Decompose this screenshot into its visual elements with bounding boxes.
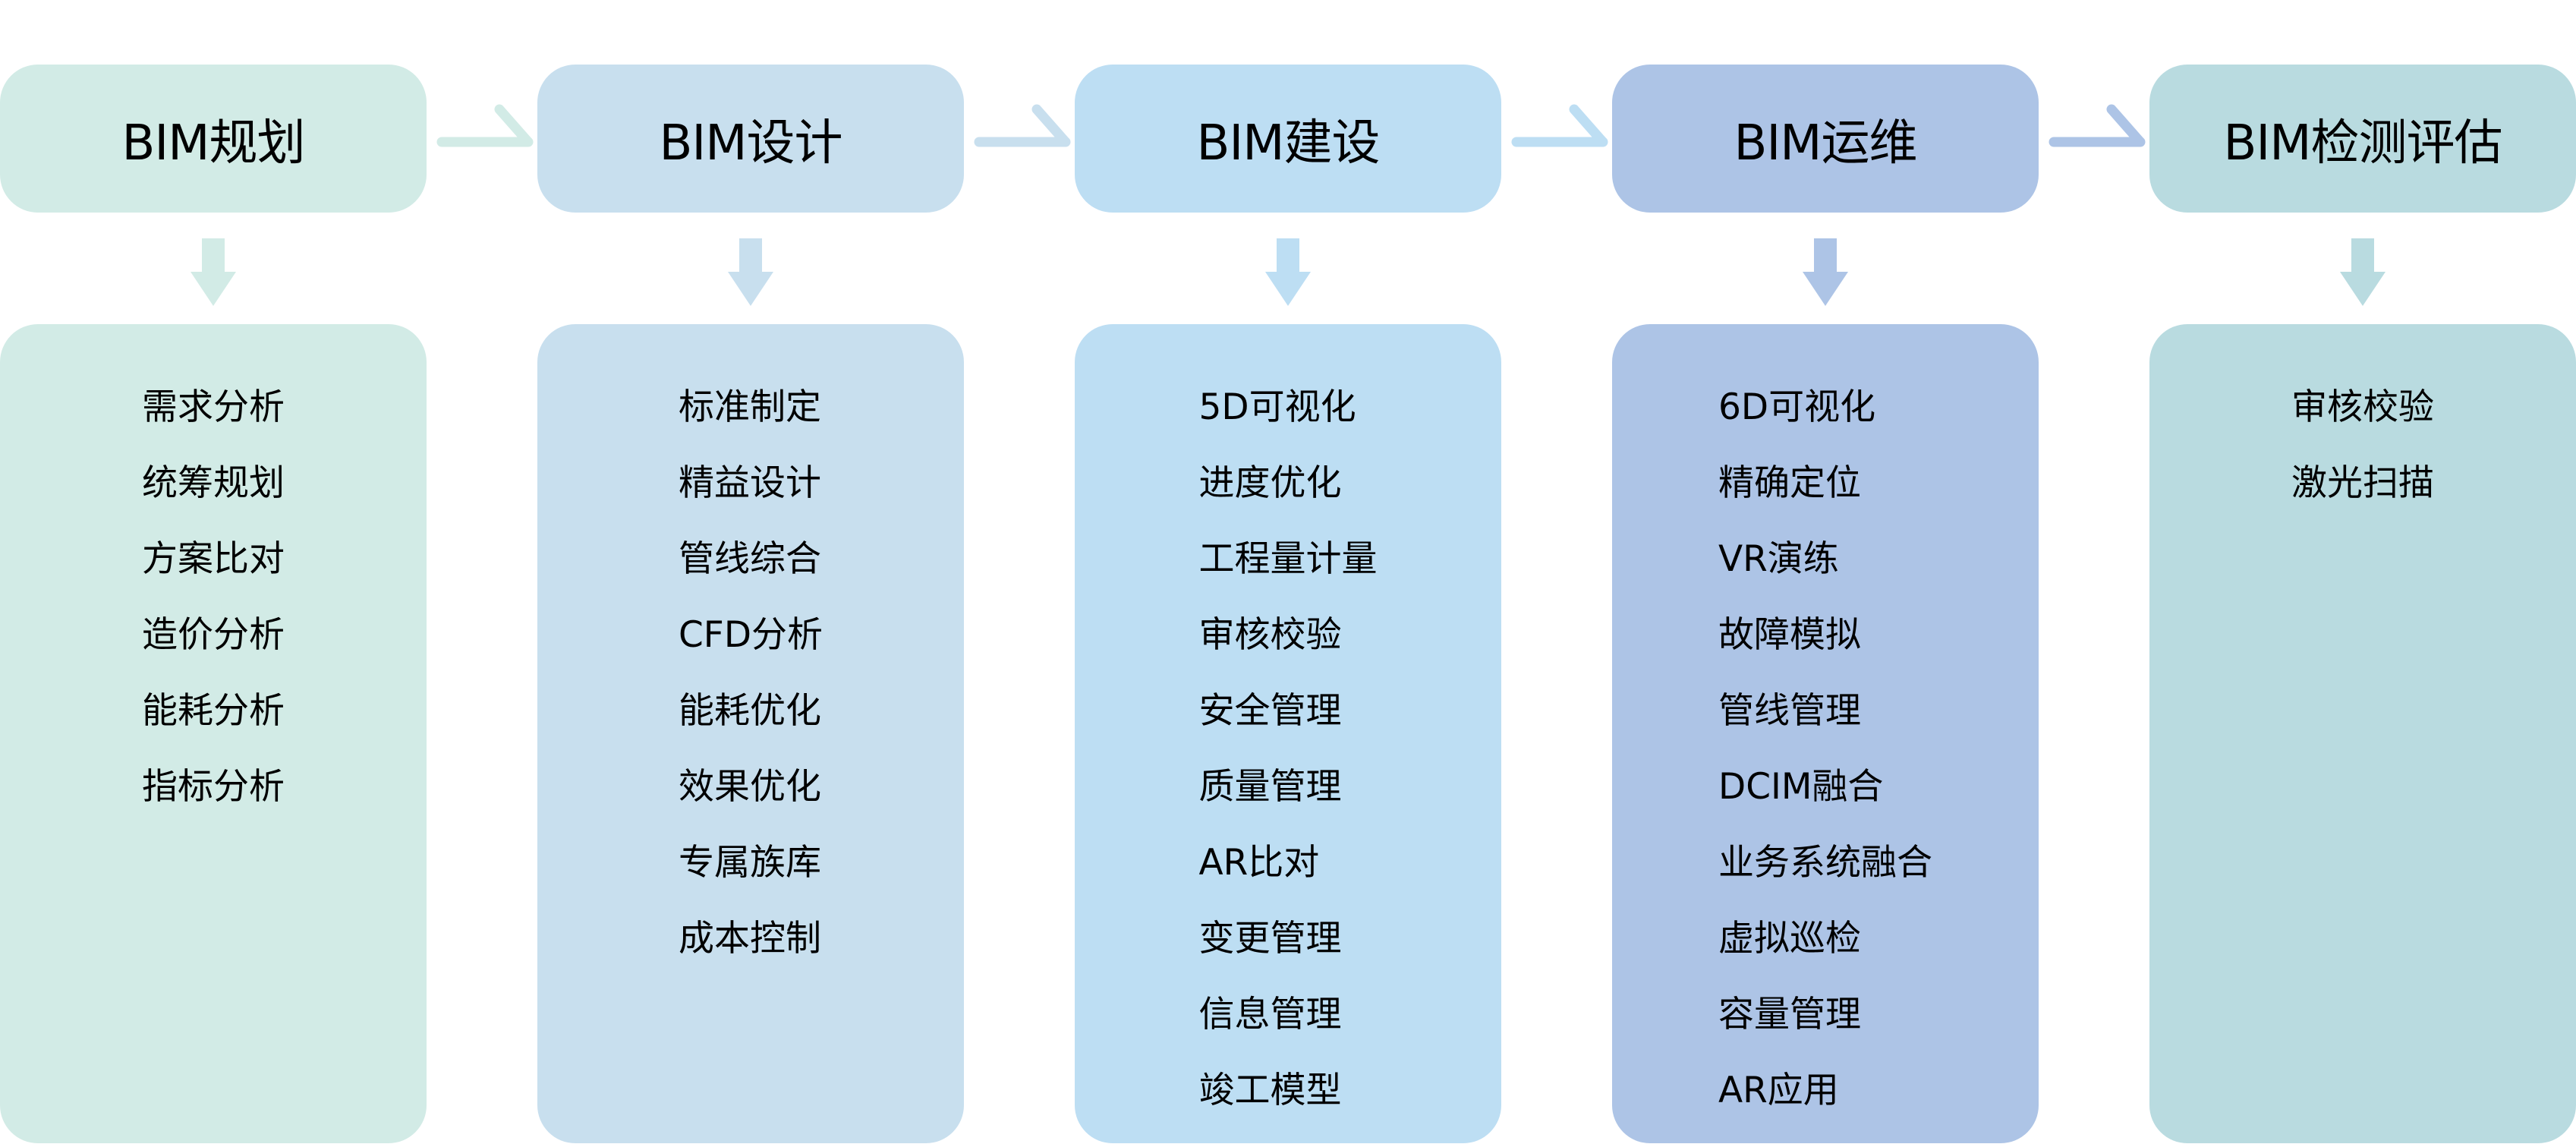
list-item: 6D可视化: [1718, 386, 1876, 428]
list-item: 造价分析: [142, 614, 285, 656]
item-list: 5D可视化进度优化工程量计量审核校验安全管理质量管理 AR比对变更管理信息管理竣工…: [1199, 370, 1378, 1143]
right-arrow-icon: [1511, 104, 1608, 147]
down-arrow-icon: [1803, 238, 1848, 306]
list-item: 容量管理: [1718, 994, 1861, 1035]
stage-header-planning: BIM规划: [0, 65, 427, 213]
stage-body-design: 标准制定精益设计管线综合 CFD分析能耗优化效果优化专属族库成本控制: [537, 324, 964, 1143]
stage-title: BIM运维: [1734, 115, 1918, 172]
item-list: 6D可视化精确定位 VR演练故障模拟管线管理 DCIM融合业务系统融合虚拟巡检容量管…: [1718, 370, 1932, 1143]
item-list: 标准制定精益设计管线综合 CFD分析能耗优化效果优化专属族库成本控制: [679, 370, 823, 1143]
list-item: DCIM融合: [1718, 766, 1884, 808]
list-item: 标准制定: [678, 386, 821, 428]
stage-title: BIM检测评估: [2223, 115, 2503, 172]
stage-header-design: BIM设计: [537, 65, 964, 213]
down-arrow-icon: [2340, 238, 2385, 306]
list-item: 进度优化: [1198, 462, 1342, 504]
down-arrow-icon: [728, 238, 773, 306]
stage-header-construction: BIM建设: [1075, 65, 1501, 213]
list-item: CFD分析: [678, 614, 824, 656]
stage-title: BIM设计: [659, 115, 843, 172]
item-list: 需求分析统筹规划方案比对造价分析能耗分析指标分析: [142, 370, 285, 1143]
down-arrow-icon: [1265, 238, 1311, 306]
list-item: 能耗优化: [678, 690, 821, 732]
list-item: 质量管理: [1198, 766, 1342, 808]
list-item: 安全管理: [1198, 690, 1342, 732]
right-arrow-icon: [974, 104, 1071, 147]
list-item: 需求分析: [142, 386, 285, 428]
list-item: 管线综合: [678, 538, 821, 580]
stage-body-planning: 需求分析统筹规划方案比对造价分析能耗分析指标分析: [0, 324, 427, 1143]
list-item: 业务系统融合: [1718, 842, 1932, 884]
stage-body-operation: 6D可视化精确定位 VR演练故障模拟管线管理 DCIM融合业务系统融合虚拟巡检容量管…: [1612, 324, 2039, 1143]
list-item: 统筹规划: [142, 462, 285, 504]
list-item: 审核校验: [1198, 614, 1342, 656]
list-item: VR演练: [1718, 538, 1839, 580]
list-item: 精益设计: [678, 462, 821, 504]
list-item: 竣工模型: [1198, 1070, 1342, 1111]
stage-body-assessment: 审核校验激光扫描: [2149, 324, 2576, 1143]
list-item: 管线管理: [1718, 690, 1861, 732]
list-item: 方案比对: [142, 538, 285, 580]
list-item: 审核校验: [2291, 386, 2434, 428]
stage-title: BIM规划: [121, 115, 306, 172]
list-item: 能耗分析: [142, 690, 285, 732]
list-item: AR应用: [1718, 1070, 1839, 1111]
list-item: 故障模拟: [1718, 614, 1861, 656]
stage-header-assessment: BIM检测评估: [2149, 65, 2576, 213]
list-item: 成本控制: [678, 918, 821, 960]
list-item: 精确定位: [1718, 462, 1861, 504]
list-item: 5D可视化: [1198, 386, 1356, 428]
list-item: 激光扫描: [2291, 462, 2434, 504]
list-item: 虚拟巡检: [1718, 918, 1861, 960]
item-list: 审核校验激光扫描: [2291, 370, 2434, 1143]
stage-body-construction: 5D可视化进度优化工程量计量审核校验安全管理质量管理 AR比对变更管理信息管理竣工…: [1075, 324, 1501, 1143]
list-item: AR比对: [1198, 842, 1320, 884]
list-item: 指标分析: [142, 766, 285, 808]
list-item: 专属族库: [678, 842, 821, 884]
list-item: 信息管理: [1198, 994, 1342, 1035]
right-arrow-icon: [436, 104, 534, 147]
list-item: 工程量计量: [1198, 538, 1378, 580]
right-arrow-icon: [2049, 104, 2146, 147]
list-item: 效果优化: [678, 766, 821, 808]
down-arrow-icon: [191, 238, 236, 306]
list-item: 变更管理: [1198, 918, 1342, 960]
stage-title: BIM建设: [1196, 115, 1381, 172]
stage-header-operation: BIM运维: [1612, 65, 2039, 213]
